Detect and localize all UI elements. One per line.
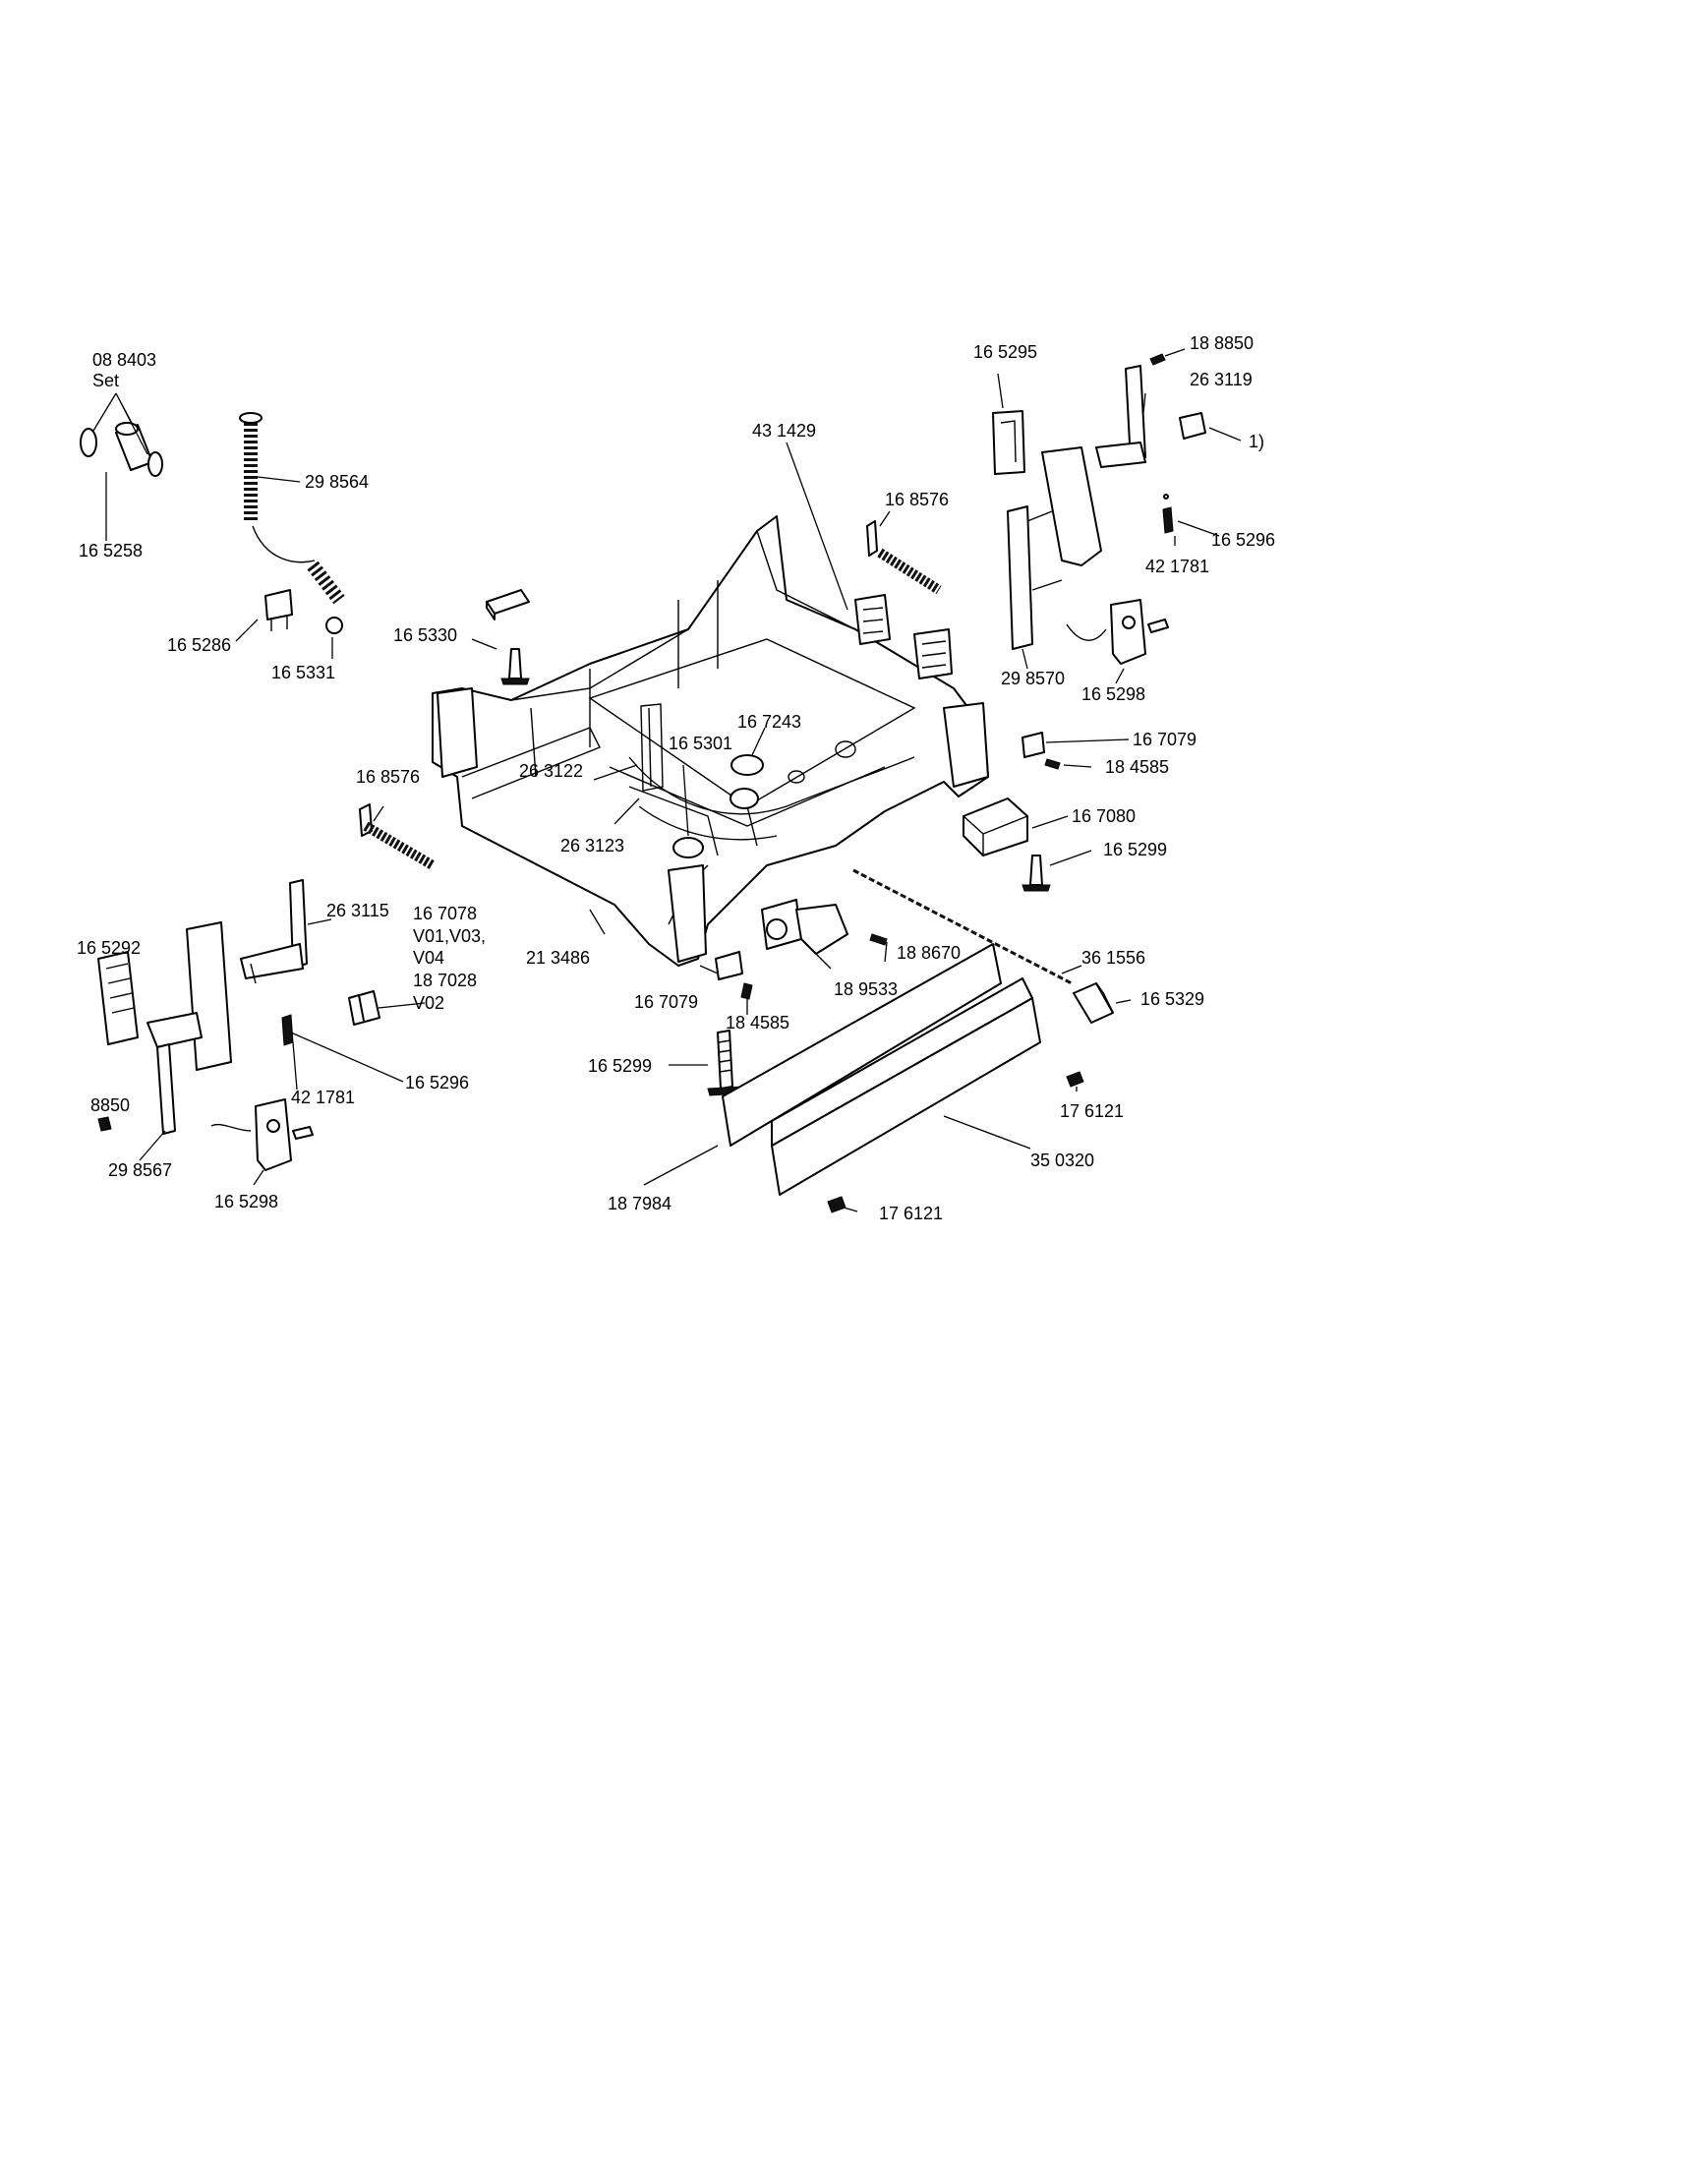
switch-part-167078 <box>348 990 380 1026</box>
bracket-part-263119 <box>1095 365 1146 468</box>
label-165295: 16 5295 <box>973 342 1037 362</box>
label-188850-top: 18 8850 <box>1190 333 1254 353</box>
label-165299-right: 16 5299 <box>1103 840 1167 859</box>
label-187028: 18 7028 <box>413 971 477 990</box>
valve-part-189533 <box>761 899 848 955</box>
label-165286: 16 5286 <box>167 635 231 655</box>
label-165301: 16 5301 <box>669 734 732 753</box>
label-v01-v03: V01,V03, <box>413 926 486 946</box>
label-263122: 26 3122 <box>519 761 583 781</box>
heater-element-left-part <box>359 803 436 870</box>
label-165296-top: 16 5296 <box>1211 530 1275 550</box>
label-421781-top: 42 1781 <box>1145 557 1209 576</box>
label-189533: 18 9533 <box>834 979 898 999</box>
label-213486: 21 3486 <box>526 948 590 968</box>
label-set: Set <box>92 371 119 390</box>
screw-part-188850-left <box>97 1116 112 1132</box>
label-176121-bottom: 17 6121 <box>879 1204 943 1223</box>
base-tub-part <box>432 515 989 967</box>
label-165331: 16 5331 <box>271 663 335 682</box>
label-188850-left: 8850 <box>90 1095 130 1115</box>
label-167079-right: 16 7079 <box>1133 730 1197 749</box>
label-v02: V02 <box>413 993 444 1013</box>
label-167080: 16 7080 <box>1072 806 1136 826</box>
label-165296-left: 16 5296 <box>405 1073 469 1092</box>
label-298567: 29 8567 <box>108 1160 172 1180</box>
spring-part-165296-top <box>1162 494 1174 534</box>
knob-part-165329 <box>1073 982 1114 1024</box>
foot-part-165299-right <box>1022 855 1051 892</box>
label-165258: 16 5258 <box>79 541 143 561</box>
screw-part-184585-mid <box>740 982 753 1000</box>
label-165330: 16 5330 <box>393 625 457 645</box>
screw-part-188850-top <box>1149 353 1166 366</box>
plinth-part-187984 <box>722 943 1002 1147</box>
label-184585-right: 18 4585 <box>1105 757 1169 777</box>
foot-part-165330 <box>486 589 530 685</box>
hinge-part-165298-left <box>210 1098 314 1171</box>
label-167243: 16 7243 <box>737 712 801 732</box>
bracket-part-165292 <box>97 951 139 1045</box>
clip-part-167079-right <box>1022 732 1045 758</box>
label-263119: 26 3119 <box>1190 370 1253 389</box>
label-298570: 29 8570 <box>1001 669 1065 688</box>
label-165298-left: 16 5298 <box>214 1192 278 1211</box>
label-431429: 43 1429 <box>752 421 816 441</box>
label-165292: 16 5292 <box>77 938 141 958</box>
label-165299-mid: 16 5299 <box>588 1056 652 1076</box>
hose-set-part <box>80 422 163 477</box>
label-176121-right: 17 6121 <box>1060 1101 1124 1121</box>
rod-part-361556 <box>852 868 1073 985</box>
label-167078: 16 7078 <box>413 904 477 923</box>
label-298564: 29 8564 <box>305 472 369 492</box>
bracket-part-263115 <box>240 879 308 984</box>
label-note1: 1) <box>1249 432 1264 451</box>
label-187984: 18 7984 <box>608 1194 671 1213</box>
label-188670: 18 8670 <box>897 943 961 963</box>
foot-part-165299-mid <box>707 1030 744 1096</box>
screw-part-176121-right <box>1066 1071 1084 1088</box>
label-088403: 08 8403 <box>92 350 156 370</box>
bracket-part-298567 <box>146 921 232 1135</box>
switch-part-note1 <box>1179 412 1206 440</box>
label-421781-left: 42 1781 <box>291 1088 355 1107</box>
drain-hose-part <box>239 412 345 634</box>
label-167079-mid: 16 7079 <box>634 992 698 1012</box>
part-number-labels: 08 8403 Set 16 5258 29 8564 16 5286 16 5… <box>77 333 1275 1223</box>
label-168576-top: 16 8576 <box>885 490 949 509</box>
bracket-part-298570 <box>1007 446 1102 650</box>
label-184585-mid: 18 4585 <box>726 1013 789 1033</box>
label-165329: 16 5329 <box>1140 989 1204 1009</box>
screw-part-176121-bottom <box>827 1196 846 1213</box>
bracket-part-165295 <box>992 410 1025 475</box>
label-350320: 35 0320 <box>1030 1151 1094 1170</box>
bracket-part-167080 <box>963 797 1028 856</box>
hinge-part-165298-top <box>1066 599 1169 665</box>
label-263115: 26 3115 <box>326 901 389 920</box>
label-263123: 26 3123 <box>560 836 624 856</box>
spring-part-165296-left <box>281 1014 294 1046</box>
plinth-part-350320 <box>771 977 1041 1196</box>
label-v04: V04 <box>413 948 444 968</box>
heater-element-top-part <box>866 520 942 595</box>
screw-part-188670 <box>869 933 888 946</box>
screw-part-184585-right <box>1044 758 1061 770</box>
clamp-part-165286 <box>264 589 293 631</box>
label-361556: 36 1556 <box>1081 948 1145 968</box>
label-168576-left: 16 8576 <box>356 767 420 787</box>
label-165298-top: 16 5298 <box>1081 684 1145 704</box>
clip-part-167079-mid <box>715 951 743 980</box>
leader-lines <box>92 348 1242 1212</box>
